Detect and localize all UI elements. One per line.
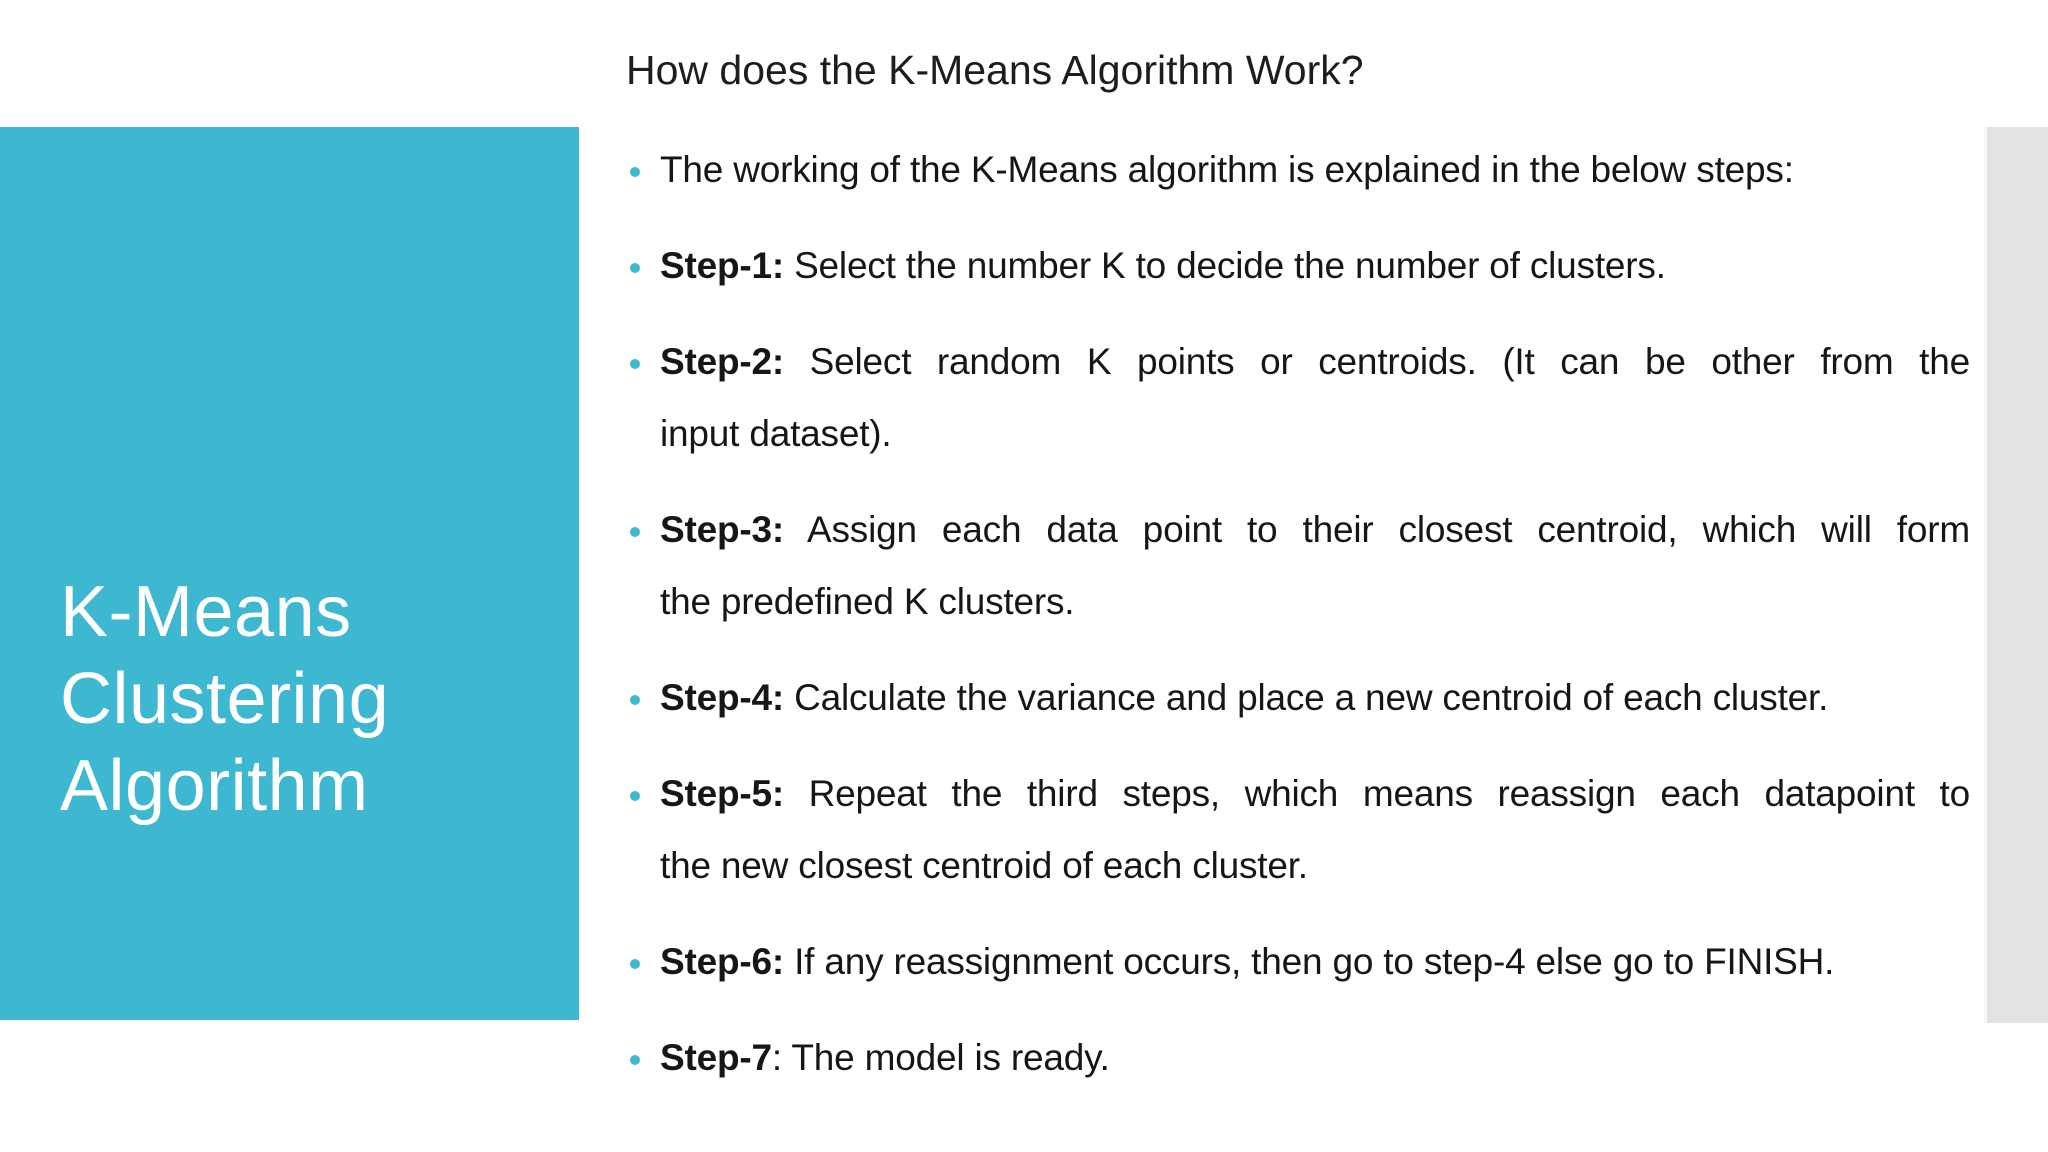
bullet-line: input dataset). bbox=[660, 398, 1970, 470]
step-label: Step-3: bbox=[660, 509, 784, 550]
bullet-text: The working of the K-Means algorithm is … bbox=[660, 149, 1794, 190]
bullet-item-step-5: Step-5: Repeat the third steps, which me… bbox=[626, 758, 1970, 902]
bullet-icon bbox=[630, 791, 640, 801]
bullet-icon bbox=[630, 263, 640, 273]
bullet-text: the new closest centroid of each cluster… bbox=[660, 845, 1308, 886]
bullet-line: Step-1: Select the number K to decide th… bbox=[660, 230, 1970, 302]
bullet-icon bbox=[630, 959, 640, 969]
bullet-item-step-1: Step-1: Select the number K to decide th… bbox=[626, 230, 1970, 302]
step-label: Step-4: bbox=[660, 677, 784, 718]
slide-title-line-3: Algorithm bbox=[60, 746, 369, 826]
bullet-text: Calculate the variance and place a new c… bbox=[784, 677, 1829, 718]
title-panel: K-Means Clustering Algorithm bbox=[0, 127, 579, 1020]
bullet-text: Select the number K to decide the number… bbox=[784, 245, 1666, 286]
bullet-line: the new closest centroid of each cluster… bbox=[660, 830, 1970, 902]
step-label: Step-1: bbox=[660, 245, 784, 286]
bullet-text: input dataset). bbox=[660, 413, 892, 454]
bullet-line: The working of the K-Means algorithm is … bbox=[660, 134, 1970, 206]
bullet-icon bbox=[630, 359, 640, 369]
slide-title-line-2: Clustering bbox=[60, 659, 390, 739]
bullet-text: Assign each data point to their closest … bbox=[784, 509, 1970, 550]
bullet-item-intro: The working of the K-Means algorithm is … bbox=[626, 134, 1970, 206]
bullet-list: The working of the K-Means algorithm is … bbox=[626, 134, 1970, 1118]
bullet-line: Step-5: Repeat the third steps, which me… bbox=[660, 758, 1970, 830]
bullet-text: : The model is ready. bbox=[771, 1037, 1110, 1078]
bullet-line: Step-2: Select random K points or centro… bbox=[660, 326, 1970, 398]
bullet-text: Repeat the third steps, which means reas… bbox=[784, 773, 1970, 814]
bullet-item-step-2: Step-2: Select random K points or centro… bbox=[626, 326, 1970, 470]
bullet-item-step-7: Step-7: The model is ready. bbox=[626, 1022, 1970, 1094]
bullet-line: Step-6: If any reassignment occurs, then… bbox=[660, 926, 1970, 998]
next-slide-edge-strip bbox=[1984, 127, 2048, 1023]
step-label: Step-5: bbox=[660, 773, 784, 814]
bullet-icon bbox=[630, 1055, 640, 1065]
bullet-icon bbox=[630, 167, 640, 177]
bullet-line: the predefined K clusters. bbox=[660, 566, 1970, 638]
bullet-item-step-3: Step-3: Assign each data point to their … bbox=[626, 494, 1970, 638]
slide-title: K-Means Clustering Algorithm bbox=[60, 569, 389, 830]
step-label: Step-7 bbox=[660, 1037, 772, 1078]
bullet-text: the predefined K clusters. bbox=[660, 581, 1075, 622]
bullet-icon bbox=[630, 695, 640, 705]
bullet-line: Step-3: Assign each data point to their … bbox=[660, 494, 1970, 566]
bullet-item-step-4: Step-4: Calculate the variance and place… bbox=[626, 662, 1970, 734]
bullet-line: Step-4: Calculate the variance and place… bbox=[660, 662, 1970, 734]
slide-title-line-1: K-Means bbox=[60, 572, 352, 652]
bullet-text: Select random K points or centroids. (It… bbox=[784, 341, 1970, 382]
bullet-text: If any reassignment occurs, then go to s… bbox=[784, 941, 1835, 982]
step-label: Step-6: bbox=[660, 941, 784, 982]
bullet-icon bbox=[630, 527, 640, 537]
bullet-item-step-6: Step-6: If any reassignment occurs, then… bbox=[626, 926, 1970, 998]
content-heading: How does the K-Means Algorithm Work? bbox=[626, 47, 1364, 93]
step-label: Step-2: bbox=[660, 341, 784, 382]
bullet-line: Step-7: The model is ready. bbox=[660, 1022, 1970, 1094]
